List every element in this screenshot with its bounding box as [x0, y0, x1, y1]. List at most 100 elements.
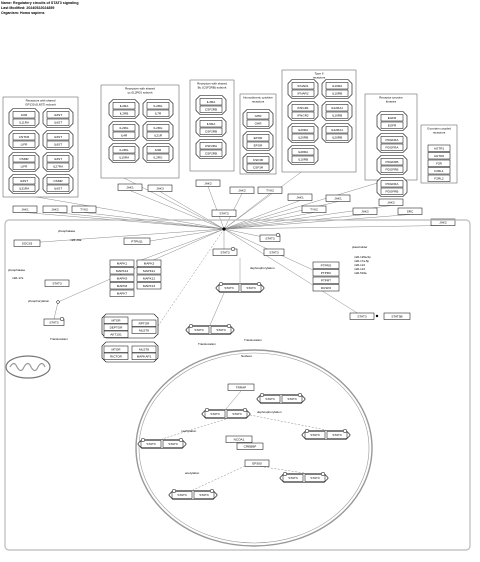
gp130-gene — [12, 155, 36, 163]
mtor-box-label: MTOR — [111, 347, 121, 351]
homodimeric-gene — [246, 119, 270, 127]
gp130-gene — [46, 155, 70, 163]
type2-gene — [325, 111, 349, 119]
homodimeric-gene-label: GHR — [255, 114, 263, 118]
gp130-gene-label: CNTFR — [19, 135, 30, 139]
kinase-box-label: JAK2 — [439, 220, 447, 224]
type2-gene — [291, 89, 315, 97]
kinase-box-label: JAK2 — [387, 200, 395, 204]
kinase-box — [195, 179, 221, 187]
rtk-gene-label: EGFR — [388, 123, 397, 127]
edge — [53, 301, 59, 320]
kinase-to-stat3-edge — [54, 212, 225, 230]
phospho-site — [259, 392, 265, 398]
phospho-site — [304, 428, 310, 434]
il2rg-gene — [112, 102, 136, 110]
mtor-box-label: MTOR — [111, 318, 121, 322]
gp130-gene — [12, 177, 36, 185]
cell-membrane — [4, 219, 471, 551]
csf2rb-gene — [199, 105, 223, 113]
ptpr-box — [312, 276, 340, 284]
kinase-box — [12, 205, 38, 213]
type2-gene — [291, 155, 315, 163]
il2rg-gene — [146, 146, 170, 154]
type2-gene — [291, 111, 315, 119]
csf2rb-gene-label: IL5RA — [207, 122, 217, 126]
ep300-box — [244, 459, 270, 467]
csf2rb-gene — [199, 142, 223, 150]
mapk-box — [109, 282, 135, 290]
phospho-site — [140, 437, 146, 443]
phospho-site — [320, 471, 326, 477]
phospho-site — [171, 488, 177, 494]
mapk-box — [136, 282, 162, 290]
phospho-site — [297, 392, 303, 398]
nuc-dimer-a-label: STAT3 — [177, 493, 186, 497]
trrap-box — [227, 383, 255, 391]
kinase-to-stat3-edge — [129, 190, 225, 230]
pathway-label: miR-17a — [12, 276, 24, 280]
il2rg-gene-label: IL2RG — [154, 104, 164, 108]
pathway-label: methylation — [181, 429, 197, 433]
ptpr-box — [312, 269, 340, 277]
kinase-to-stat3-edge — [24, 212, 225, 230]
il2rg-gene-label: IL2RG — [154, 155, 164, 159]
junction-node — [56, 300, 60, 304]
kinase-to-stat3-edge — [83, 212, 225, 230]
ptpr-box-label: PTPRT — [321, 278, 331, 282]
kinase-to-stat3-edge — [223, 200, 301, 230]
stat3-dimer-mid-b — [210, 326, 232, 334]
stat5b-box-label: STAT5B — [391, 314, 402, 318]
gp130-gene-label: IL6ST — [54, 142, 62, 146]
edge — [18, 193, 225, 230]
stat5b-box — [383, 312, 411, 320]
ptpn11-box-label: PTPN11 — [131, 239, 143, 243]
gp130-gene — [46, 177, 70, 185]
ptpr-box-label: PTPRO — [321, 263, 332, 267]
socs3-box — [13, 239, 41, 247]
pathway-name: Name: Regulatory circuits of STAT3 signa… — [1, 1, 79, 5]
stat3-dimer-mid-b-label: STAT3 — [216, 328, 225, 332]
csf2rb-gene-label: CSF2RA — [205, 144, 218, 148]
kinase-box-label: JAK1 — [334, 196, 342, 200]
phospho-site — [218, 281, 224, 287]
type2-gene — [291, 104, 315, 112]
il2rg-gene — [146, 131, 170, 139]
homodimeric-gene — [246, 163, 270, 171]
stat3-box-label: STAT3 — [357, 314, 366, 318]
junction-node — [375, 314, 379, 318]
kinase-box-label: JAK2 — [204, 181, 212, 185]
kinase-box — [229, 186, 255, 194]
il2rg-gene-label: IL21R — [154, 133, 163, 137]
ncoa1-box — [225, 435, 253, 443]
rtk-gene — [380, 143, 404, 151]
il2rg-gene-label: IL2RB — [120, 111, 129, 115]
mapk-box — [136, 259, 162, 267]
phospho-site — [242, 407, 248, 413]
nuc-dimer-a-label: STAT3 — [310, 433, 319, 437]
mtor-box-label: RICTOR — [110, 354, 123, 358]
mtor-box-label: MLST8 — [139, 347, 149, 351]
stat3-dimer-cyto-a-label: STAT3 — [224, 286, 233, 290]
type2-gene-label: IL20RA — [298, 128, 309, 132]
nuc-dimer-b — [162, 440, 184, 448]
mapk-box — [109, 267, 135, 275]
gp130-gene-label: IL31RA — [19, 186, 30, 190]
gp130-gene-label: LIFR — [21, 142, 28, 146]
group-il2rg-title: Receptors with shared — [125, 87, 155, 91]
ptpr-box — [312, 284, 340, 292]
kinase-box-label: SRC — [407, 209, 414, 213]
nuc-dimer-b-label: STAT3 — [199, 493, 208, 497]
il2rg-gene-label: IL15RA — [119, 155, 130, 159]
type2-gene — [325, 82, 349, 90]
kinase-box-label: JAK2 — [51, 207, 59, 211]
il2rg-gene — [112, 109, 136, 117]
nuc-dimer-b — [326, 431, 348, 439]
ptpn11-box — [123, 237, 151, 245]
stat3-box-label: STAT3 — [219, 211, 228, 215]
kinase-to-stat3-edge — [223, 212, 315, 230]
phospho-site — [209, 488, 215, 494]
mapk-box-label: MAPK7 — [117, 291, 128, 295]
kinase-box-label: TYK2 — [266, 188, 274, 192]
nuc-dimer-a-label: STAT3 — [265, 397, 274, 401]
